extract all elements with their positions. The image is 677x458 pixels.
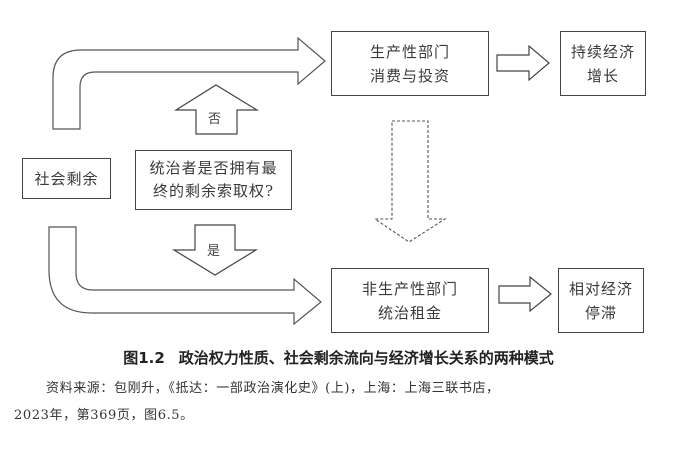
dashed-arrow-down xyxy=(373,120,447,243)
unproductive-line-2: 统治租金 xyxy=(377,303,442,322)
figure-number: 图1.2 xyxy=(123,349,165,367)
no-arrow-up xyxy=(173,84,260,135)
sustained-growth-box: 持续经济 增长 xyxy=(560,31,646,96)
sustained-growth-line-1: 持续经济 xyxy=(570,42,635,61)
source-note: 资料来源：包刚升，《抵达：一部政治演化史》(上)，上海：上海三联书店， 2023… xyxy=(14,375,674,429)
yes-label: 是 xyxy=(207,244,221,259)
curved-arrow-to-productive xyxy=(52,36,326,130)
sustained-growth-line-2: 增长 xyxy=(586,66,619,85)
question-line-1: 统治者是否拥有最 xyxy=(149,159,278,177)
yes-arrow-down xyxy=(171,224,259,276)
question-box: 统治者是否拥有最 终的剩余索取权? xyxy=(135,150,292,210)
question-line-2: 终的剩余索取权? xyxy=(152,182,275,200)
arrow-to-sustained-growth xyxy=(496,44,550,82)
source-line-2: 2023年，第369页，图6.5。 xyxy=(14,408,194,423)
unproductive-line-1: 非生产性部门 xyxy=(361,279,458,298)
stagnation-line-2: 停滞 xyxy=(584,303,617,322)
productive-sector-box: 生产性部门 消费与投资 xyxy=(331,31,489,96)
social-surplus-box: 社会剩余 xyxy=(22,158,111,199)
stagnation-line-1: 相对经济 xyxy=(568,279,633,298)
productive-line-2: 消费与投资 xyxy=(369,66,450,85)
stagnation-box: 相对经济 停滞 xyxy=(558,268,644,333)
productive-line-1: 生产性部门 xyxy=(369,42,450,61)
diagram-canvas xyxy=(48,36,552,326)
arrow-to-stagnation xyxy=(498,275,552,313)
source-line-1: 资料来源：包刚升，《抵达：一部政治演化史》(上)，上海：上海三联书店， xyxy=(46,381,500,396)
social-surplus-text: 社会剩余 xyxy=(34,169,99,188)
figure-caption: 图1.2 政治权力性质、社会剩余流向与经济增长关系的两种模式 xyxy=(0,347,677,368)
unproductive-sector-box: 非生产性部门 统治租金 xyxy=(331,268,489,333)
no-label: 否 xyxy=(208,112,222,127)
curved-arrow-to-unproductive xyxy=(48,226,322,326)
figure-title: 政治权力性质、社会剩余流向与经济增长关系的两种模式 xyxy=(178,349,554,367)
